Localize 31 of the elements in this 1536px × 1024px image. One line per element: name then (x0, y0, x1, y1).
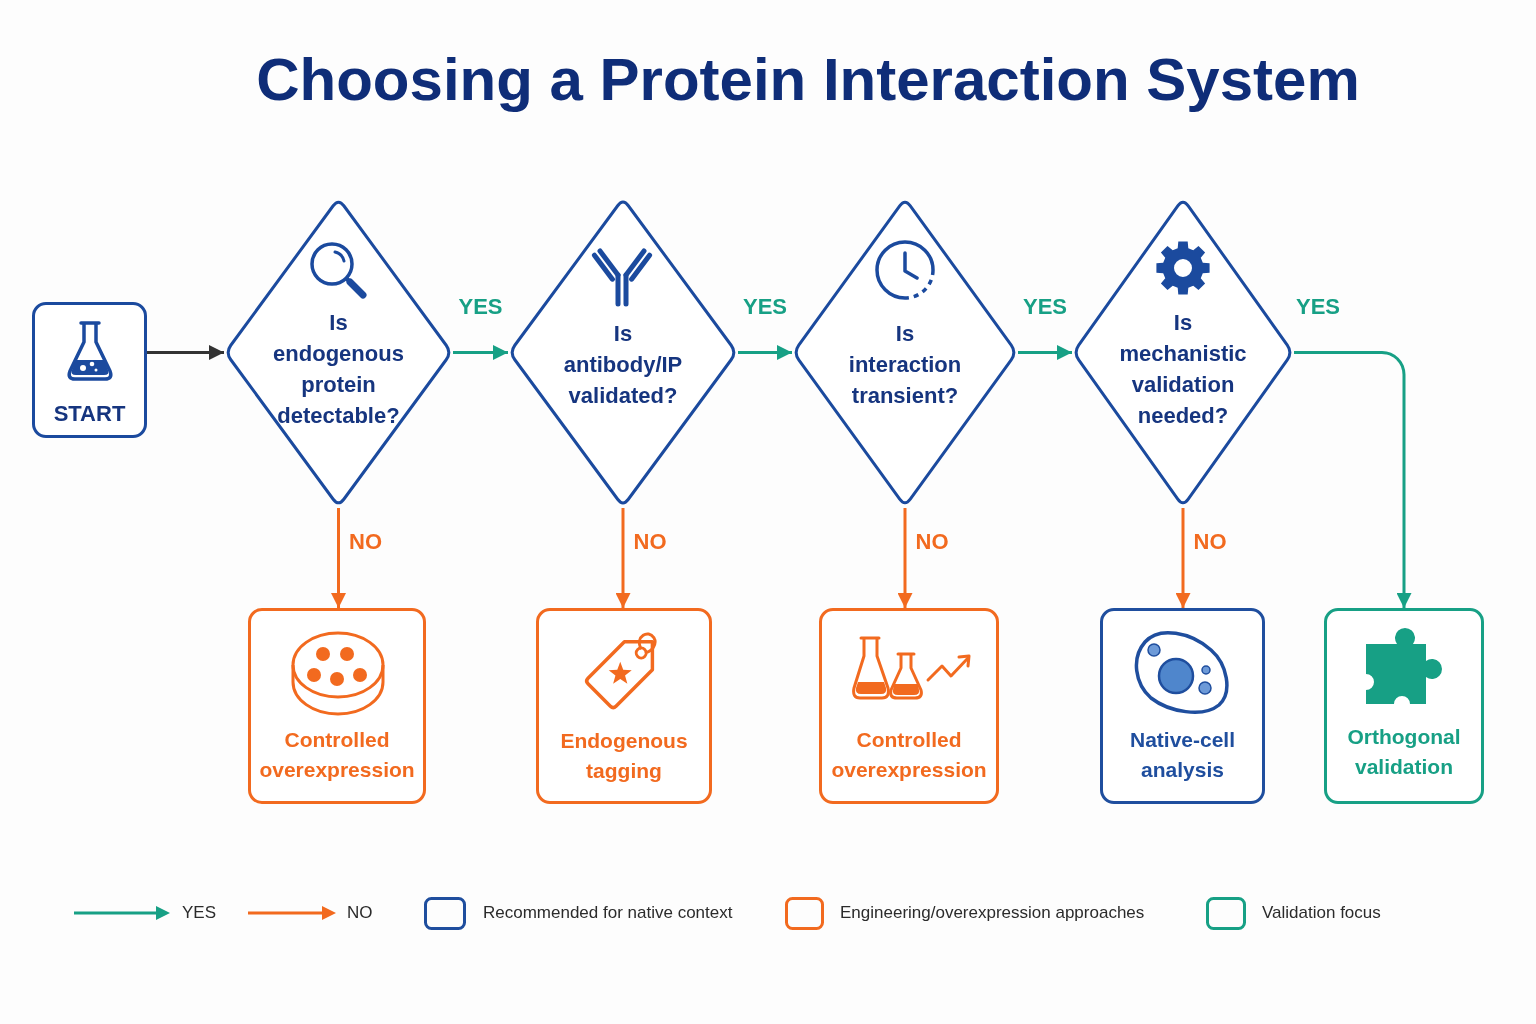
legend-label: YES (182, 902, 217, 924)
outcome-box (248, 608, 426, 804)
arrow (1294, 351, 1412, 608)
outcome-text: Controlled overexpression (258, 727, 416, 783)
arrow (738, 345, 792, 360)
arrow (615, 508, 631, 608)
arrow (147, 345, 224, 360)
outcome-text: Native-cell analysis (1128, 727, 1237, 783)
outcome-text: Endogenous tagging (559, 728, 689, 784)
start-box (32, 302, 147, 438)
decision-text: Is endogenous protein detectable? (272, 309, 405, 430)
decision-text: Is mechanistic validation needed? (1118, 309, 1248, 430)
arrow (453, 345, 508, 360)
outcome-box (536, 608, 712, 804)
legend-label: Validation focus (1262, 902, 1381, 924)
outcome-box (819, 608, 999, 804)
outcome-box (1324, 608, 1484, 804)
outcome-text: Controlled overexpression (830, 727, 988, 783)
arrow (1175, 508, 1191, 608)
legend-label: Recommended for native context (483, 902, 733, 924)
title: Choosing a Protein Interaction System (255, 46, 1361, 114)
legend-label: Engineering/overexpression approaches (840, 902, 1145, 924)
arrow (331, 508, 346, 608)
legend-label: NO (347, 902, 373, 924)
arrow (1018, 345, 1072, 360)
arrow (897, 508, 913, 608)
decision-text: Is antibody/IP validated? (562, 320, 684, 410)
decision-text: Is interaction transient? (847, 320, 963, 410)
start-label: START (52, 400, 127, 428)
outcome-box (1100, 608, 1265, 804)
outcome-text: Orthogonal validation (1346, 724, 1462, 780)
